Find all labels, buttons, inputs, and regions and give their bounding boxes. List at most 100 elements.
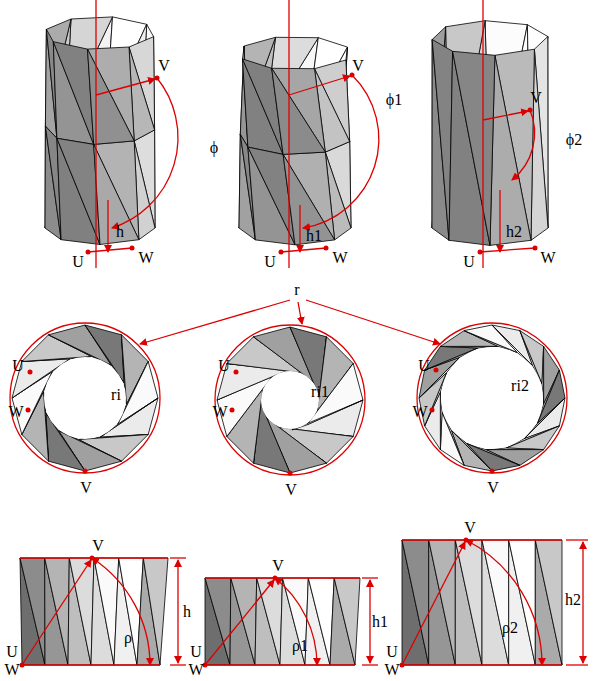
facet	[57, 138, 100, 244]
outer-circle	[10, 323, 160, 473]
point-dot	[324, 246, 329, 251]
point-label: ρ2	[502, 620, 518, 636]
point-dot	[234, 370, 239, 375]
point-dot	[20, 663, 25, 668]
point-label: U	[72, 254, 84, 270]
facet	[482, 540, 509, 665]
point-label: U	[12, 358, 24, 374]
facet	[307, 364, 363, 425]
edge-line	[205, 577, 360, 578]
point-label: U	[418, 358, 430, 374]
point-dot	[464, 538, 469, 543]
facet	[283, 578, 309, 665]
point-label: V	[352, 58, 364, 74]
point-label: V	[80, 480, 92, 496]
point-label: W	[212, 404, 227, 420]
facet	[509, 540, 536, 665]
point-label: W	[138, 250, 153, 266]
outer-circle	[417, 323, 567, 473]
point-label: ri1	[311, 384, 329, 400]
facet	[94, 144, 139, 244]
point-label: ϕ2	[566, 132, 582, 148]
point-dot	[490, 469, 495, 474]
point-label: U	[190, 644, 202, 660]
point-label: h1	[372, 614, 388, 630]
point-dot	[155, 76, 160, 81]
point-dot	[28, 370, 33, 375]
edge-line	[205, 664, 355, 665]
edge-line	[22, 664, 160, 665]
point-label: ρ	[124, 630, 132, 646]
point-label: W	[384, 662, 399, 678]
point-label: U	[6, 644, 18, 660]
point-dot	[400, 663, 405, 668]
point-label: U	[386, 644, 398, 660]
facet	[205, 578, 231, 665]
point-dot	[279, 250, 284, 255]
point-label: U	[264, 254, 276, 270]
point-label: V	[92, 538, 104, 554]
facet	[453, 51, 495, 245]
point-label: ϕ1	[386, 92, 402, 108]
point-dot	[478, 250, 483, 255]
point-dot	[528, 108, 533, 113]
point-label: W	[4, 662, 19, 678]
facet	[490, 55, 531, 245]
facet	[143, 558, 168, 665]
point-label: U	[463, 254, 475, 270]
point-label: W	[8, 404, 23, 420]
hole	[261, 371, 319, 429]
hole	[441, 347, 543, 449]
point-label: r	[294, 282, 299, 298]
point-dot	[86, 250, 91, 255]
point-label: W	[332, 250, 347, 266]
facet	[402, 540, 429, 665]
facet	[402, 540, 429, 665]
point-dot	[434, 368, 439, 373]
point-label: h2	[565, 592, 581, 608]
facet	[429, 540, 456, 665]
facet	[535, 540, 562, 665]
facet	[231, 578, 257, 665]
point-dot	[230, 408, 235, 413]
facet	[88, 49, 135, 144]
point-dot	[90, 556, 95, 561]
facet	[455, 540, 482, 665]
outer-circle	[215, 325, 365, 475]
hole	[44, 357, 126, 439]
point-label: ρ1	[292, 638, 308, 654]
point-dot	[83, 469, 88, 474]
facet	[455, 540, 482, 665]
point-label: W	[540, 250, 555, 266]
point-label: h	[183, 604, 191, 620]
point-label: V	[158, 58, 170, 74]
point-label: ri	[111, 387, 121, 403]
point-dot	[533, 246, 538, 251]
facet	[509, 540, 536, 665]
facet	[283, 154, 335, 244]
facet	[257, 578, 283, 665]
point-label: h	[116, 224, 124, 240]
point-label: ϕ	[210, 140, 218, 156]
facet	[272, 68, 326, 154]
edge-line	[402, 664, 562, 665]
point-label: h1	[306, 228, 322, 244]
point-label: h2	[506, 224, 522, 240]
facet	[57, 138, 100, 244]
point-dot	[273, 576, 278, 581]
facet	[205, 578, 230, 665]
point-dot	[130, 246, 135, 251]
point-label: W	[412, 404, 427, 420]
point-dot	[288, 471, 293, 476]
facet	[429, 540, 456, 665]
point-dot	[430, 408, 435, 413]
facet	[334, 578, 360, 665]
point-label: U	[218, 358, 230, 374]
facet	[535, 540, 562, 665]
point-label: V	[272, 558, 284, 574]
point-label: ri2	[511, 378, 529, 394]
point-dot	[26, 408, 31, 413]
point-label: V	[464, 520, 476, 536]
